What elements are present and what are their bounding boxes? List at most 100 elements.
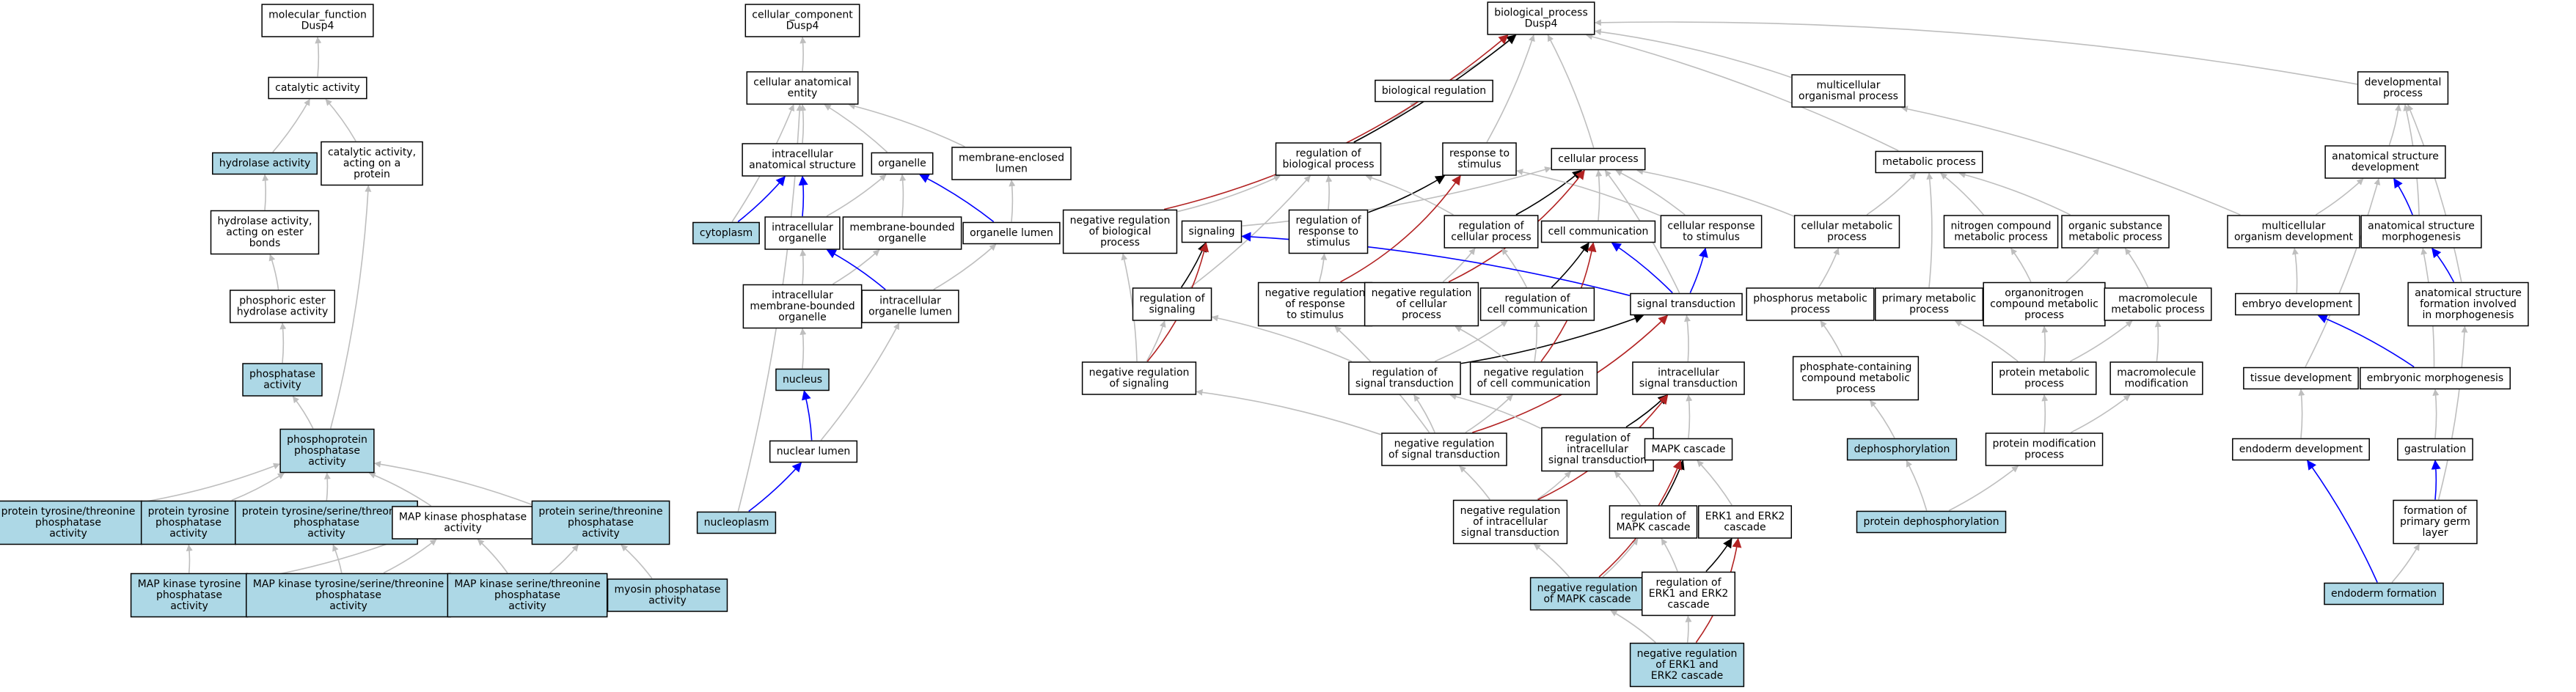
node-gastru[interactable]: gastrulation [2397,438,2473,461]
node-box-negregerk[interactable] [1629,642,1745,688]
node-box-germ[interactable] [2393,499,2478,545]
node-hydro[interactable]: hydrolase activity [212,152,318,175]
node-metab[interactable]: metabolic process [1875,150,1983,174]
node-box-negregst[interactable] [1381,432,1507,466]
node-box-regsig[interactable] [1132,287,1212,321]
node-box-primmetab[interactable] [1875,287,1983,321]
node-box-cellresp[interactable] [1660,215,1763,249]
node-box-ptyrthr[interactable] [0,500,143,545]
node-box-orglumen[interactable] [962,221,1061,245]
node-box-cat[interactable] [268,76,367,100]
node-box-negregcc[interactable] [1469,361,1598,395]
node-box-mapk[interactable] [1644,438,1733,461]
node-box-mapkp[interactable] [392,506,534,540]
node-box-negregsig[interactable] [1081,361,1197,395]
node-box-membound[interactable] [842,216,962,250]
node-box-negregmapk[interactable] [1529,577,1645,611]
node-cellproc[interactable]: cellular process [1551,147,1646,171]
node-box-regst[interactable] [1348,361,1461,395]
node-box-orgsub[interactable] [2061,215,2170,249]
node-box-mapktyr[interactable] [130,573,249,618]
node-embmorph[interactable]: embryonic morphogenesis [2360,367,2511,390]
node-box-ias[interactable] [742,143,863,177]
node-box-intorg[interactable] [764,216,841,250]
node-box-nitro[interactable] [1943,215,2059,249]
node-box-cellmetab[interactable] [1793,215,1900,249]
node-box-protdephos[interactable] [1856,510,2007,534]
node-box-phprot[interactable] [279,428,375,474]
node-box-protmetab[interactable] [1991,361,2097,395]
node-box-sigtrans[interactable] [1630,292,1743,316]
node-signaling[interactable]: signaling [1181,220,1243,243]
node-tissuedev[interactable]: tissue development [2243,367,2359,390]
node-cytoplasm[interactable]: cytoplasm [692,221,760,245]
node-bioreg[interactable]: biological regulation [1375,79,1493,103]
node-box-memlumen[interactable] [951,147,1072,180]
node-endoform[interactable]: endoderm formation [2324,582,2444,606]
node-embryodev[interactable]: embryo development [2234,292,2360,316]
node-box-regcp[interactable] [1443,215,1539,249]
node-box-tissuedev[interactable] [2243,367,2359,390]
node-cat[interactable]: catalytic activity [268,76,367,100]
node-organelle[interactable]: organelle [871,152,934,175]
node-box-protmod[interactable] [1985,432,2104,466]
node-box-bioreg[interactable] [1375,79,1493,103]
node-box-resp[interactable] [1442,142,1517,176]
node-psthr[interactable]: protein serine/threoninephosphataseactiv… [531,500,670,545]
node-box-embmorph[interactable] [2360,367,2511,390]
node-nucleus[interactable]: nucleus [775,368,830,391]
node-box-intrasig[interactable] [1632,361,1745,395]
node-orglumen[interactable]: organelle lumen [962,221,1061,245]
node-box-phosmetab[interactable] [1746,287,1875,321]
node-box-macromod[interactable] [2110,361,2203,395]
node-box-nuclumen[interactable] [769,440,858,463]
node-box-cae[interactable] [746,71,859,105]
node-nuclumen[interactable]: nuclear lumen [769,440,858,463]
node-dephos[interactable]: dephosphorylation [1846,438,1958,461]
node-box-regmapk[interactable] [1609,505,1698,539]
node-ptst[interactable]: protein tyrosine/serine/threoninephospha… [235,500,418,545]
node-box-cellproc[interactable] [1551,147,1646,171]
node-box-multidev[interactable] [2227,215,2360,249]
node-box-psthr[interactable] [531,500,670,545]
node-mapktst[interactable]: MAP kinase tyrosine/serine/threoninephos… [245,573,452,618]
node-box-phosph[interactable] [242,363,323,397]
node-endodev[interactable]: endoderm development [2232,438,2370,461]
node-box-regintra[interactable] [1541,427,1654,472]
node-box-asdev[interactable] [2324,145,2446,179]
node-protdephos[interactable]: protein dephosphorylation [1856,510,2007,534]
node-box-cc[interactable] [744,4,860,37]
node-box-imbo[interactable] [742,284,863,329]
node-box-gastru[interactable] [2397,438,2473,461]
node-box-nucleus[interactable] [775,368,830,391]
node-box-myosin[interactable] [607,578,728,612]
node-box-regbp[interactable] [1275,142,1382,176]
